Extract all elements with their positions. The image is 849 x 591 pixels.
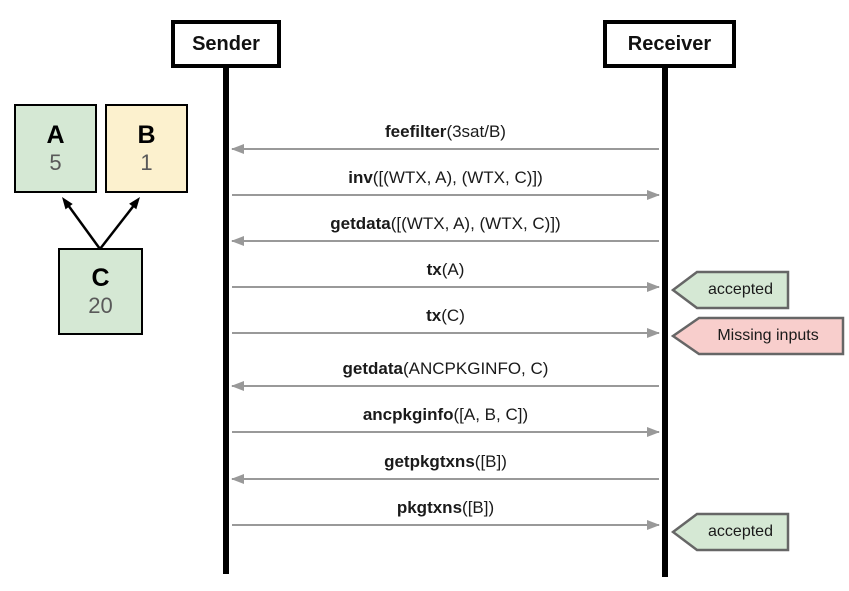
participant-sender: Sender bbox=[171, 20, 281, 68]
dep-arrow-c-to-b bbox=[99, 203, 136, 250]
message-arrow-to-receiver bbox=[232, 282, 660, 292]
message-inv-label: inv([(WTX, A), (WTX, C)]) bbox=[232, 168, 659, 188]
tx-box-a: A 5 bbox=[14, 104, 97, 193]
message-ancpkginfo-label: ancpkginfo([A, B, C]) bbox=[232, 405, 659, 425]
message-pkgtxns: pkgtxns([B]) bbox=[232, 492, 660, 530]
message-method: pkgtxns bbox=[396, 498, 463, 517]
tx-box-b-label: B bbox=[137, 121, 156, 150]
tx-box-b: B 1 bbox=[105, 104, 188, 193]
tx-box-c-label: C bbox=[91, 264, 110, 293]
message-method: feefilter bbox=[385, 122, 447, 141]
message-args: (A) bbox=[441, 260, 465, 279]
message-arrow-to-sender bbox=[231, 474, 659, 484]
message-feefilter: feefilter(3sat/B) bbox=[231, 116, 659, 154]
message-getdata-ancpkginfo-label: getdata(ANCPKGINFO, C) bbox=[232, 359, 659, 379]
badge-tag-shape bbox=[671, 316, 845, 356]
message-args: ([(WTX, A), (WTX, C)]) bbox=[372, 168, 543, 187]
dependency-arrows bbox=[62, 197, 140, 250]
result-badge-missing-inputs: Missing inputs bbox=[671, 316, 845, 356]
message-arrow-to-receiver bbox=[232, 520, 660, 530]
tx-box-a-label: A bbox=[46, 121, 65, 150]
sender-lifeline bbox=[223, 66, 229, 574]
badge-label: Missing inputs bbox=[717, 327, 819, 344]
participant-sender-label: Sender bbox=[192, 32, 260, 55]
message-getpkgtxns: getpkgtxns([B]) bbox=[231, 446, 659, 484]
message-args: ([(WTX, A), (WTX, C)]) bbox=[390, 214, 561, 233]
dep-arrow-c-to-a bbox=[66, 204, 102, 250]
participant-receiver-label: Receiver bbox=[627, 32, 712, 55]
message-getpkgtxns-label: getpkgtxns([B]) bbox=[232, 452, 659, 472]
result-badge-accepted-tx-a: accepted bbox=[671, 270, 790, 310]
receiver-lifeline bbox=[662, 66, 668, 577]
tx-box-c: C 20 bbox=[58, 248, 143, 335]
message-method: getdata bbox=[330, 214, 391, 233]
message-arrow-to-sender bbox=[231, 144, 659, 154]
tx-box-b-value: 1 bbox=[140, 150, 153, 176]
badge-label: accepted bbox=[708, 281, 773, 298]
message-args: ([B]) bbox=[462, 498, 495, 517]
result-badge-accepted-pkgtxns: accepted bbox=[671, 512, 790, 552]
message-method: inv bbox=[348, 168, 373, 187]
participant-receiver: Receiver bbox=[603, 20, 736, 68]
message-tx-a-label: tx(A) bbox=[232, 260, 659, 280]
message-arrow-to-sender bbox=[231, 381, 659, 391]
tx-box-a-value: 5 bbox=[49, 150, 62, 176]
message-getdata-wtx: getdata([(WTX, A), (WTX, C)]) bbox=[231, 208, 659, 246]
message-getdata-ancpkginfo: getdata(ANCPKGINFO, C) bbox=[231, 353, 659, 391]
message-arrow-to-receiver bbox=[232, 328, 660, 338]
badge-label: accepted bbox=[708, 523, 773, 540]
dep-arrowhead-a bbox=[62, 197, 73, 210]
message-ancpkginfo: ancpkginfo([A, B, C]) bbox=[232, 399, 660, 437]
message-feefilter-label: feefilter(3sat/B) bbox=[232, 122, 659, 142]
message-args: (3sat/B) bbox=[446, 122, 506, 141]
message-method: getdata bbox=[342, 359, 403, 378]
message-getdata-wtx-label: getdata([(WTX, A), (WTX, C)]) bbox=[232, 214, 659, 234]
message-args: (ANCPKGINFO, C) bbox=[403, 359, 549, 378]
badge-tag-shape bbox=[671, 270, 790, 310]
message-inv: inv([(WTX, A), (WTX, C)]) bbox=[232, 162, 660, 200]
dep-arrowhead-b bbox=[129, 197, 140, 210]
message-method: getpkgtxns bbox=[384, 452, 475, 471]
message-arrow-to-sender bbox=[231, 236, 659, 246]
message-arrow-to-receiver bbox=[232, 427, 660, 437]
message-args: ([B]) bbox=[474, 452, 507, 471]
tx-box-c-value: 20 bbox=[88, 293, 113, 319]
message-tx-a: tx(A) bbox=[232, 254, 660, 292]
message-method: ancpkginfo bbox=[362, 405, 454, 424]
message-args: (C) bbox=[441, 306, 465, 325]
badge-tag-shape bbox=[671, 512, 790, 552]
message-arrow-to-receiver bbox=[232, 190, 660, 200]
message-tx-c-label: tx(C) bbox=[232, 306, 659, 326]
message-method: tx bbox=[426, 260, 442, 279]
message-args: ([A, B, C]) bbox=[453, 405, 529, 424]
message-pkgtxns-label: pkgtxns([B]) bbox=[232, 498, 659, 518]
message-method: tx bbox=[426, 306, 442, 325]
message-tx-c: tx(C) bbox=[232, 300, 660, 338]
